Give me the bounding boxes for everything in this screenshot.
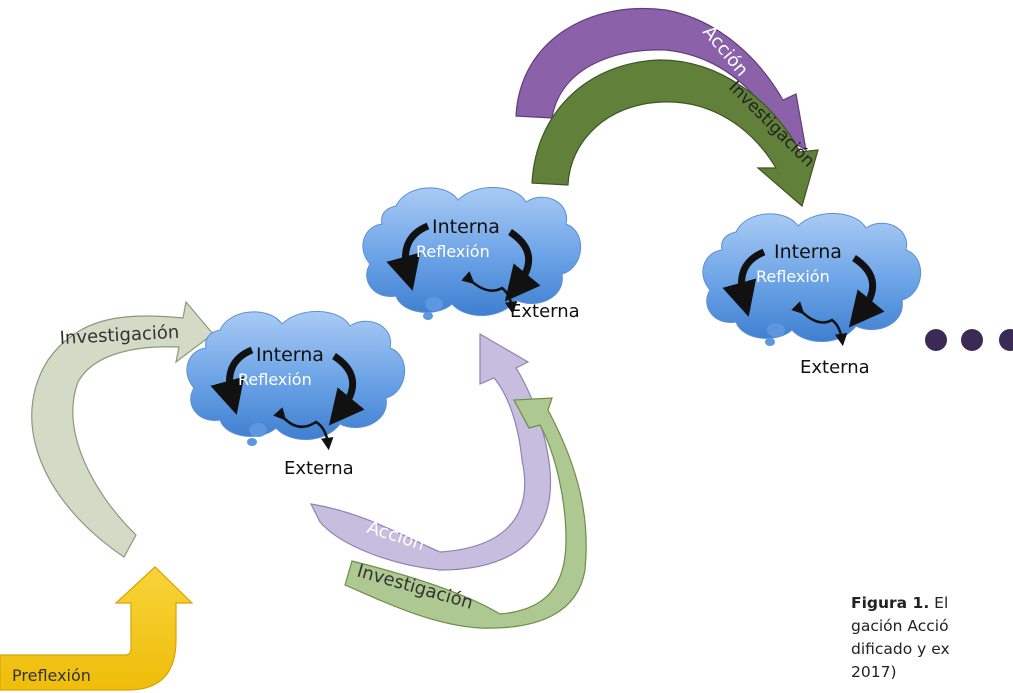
- cloud-3-interna: Interna: [774, 241, 842, 263]
- caption-line: gación Acció: [851, 617, 949, 635]
- continuation-dot: [999, 329, 1013, 351]
- cloud-3-externa: Externa: [800, 357, 870, 378]
- investigacion-bottom-arrow: [344, 397, 587, 629]
- caption-line: dificado y ex: [851, 640, 950, 658]
- cloud-1-interna: Interna: [256, 344, 324, 366]
- investigacion-left-arrow: [31, 300, 214, 558]
- continuation-dots: [925, 329, 1013, 351]
- preflexion-arrow: [0, 566, 194, 691]
- cloud-2-interna: Interna: [432, 216, 500, 238]
- cloud-2-reflexion: Reflexión: [416, 242, 490, 261]
- caption-label: Figura 1.: [851, 594, 930, 612]
- accion-bottom-arrow: [309, 332, 552, 571]
- reflection-cloud-2: [362, 187, 581, 320]
- caption-line: 2017): [851, 663, 897, 681]
- cloud-1-reflexion: Reflexión: [238, 370, 312, 389]
- investigacion-top-arrow: [531, 59, 819, 208]
- continuation-dot: [961, 329, 983, 351]
- reflection-cloud-1: [186, 311, 405, 451]
- preflexion-label: Preflexión: [12, 666, 91, 685]
- figure-caption: Figura 1. El gación Acció dificado y ex …: [851, 592, 1013, 684]
- caption-line: Figura 1. El: [851, 594, 949, 612]
- accion-top-arrow: [515, 7, 807, 152]
- cloud-3-reflexion: Reflexión: [756, 267, 830, 286]
- cloud-2-externa: Externa: [510, 301, 580, 322]
- continuation-dot: [925, 329, 947, 351]
- reflection-cloud-3: [702, 213, 921, 347]
- cloud-1-externa: Externa: [284, 458, 354, 479]
